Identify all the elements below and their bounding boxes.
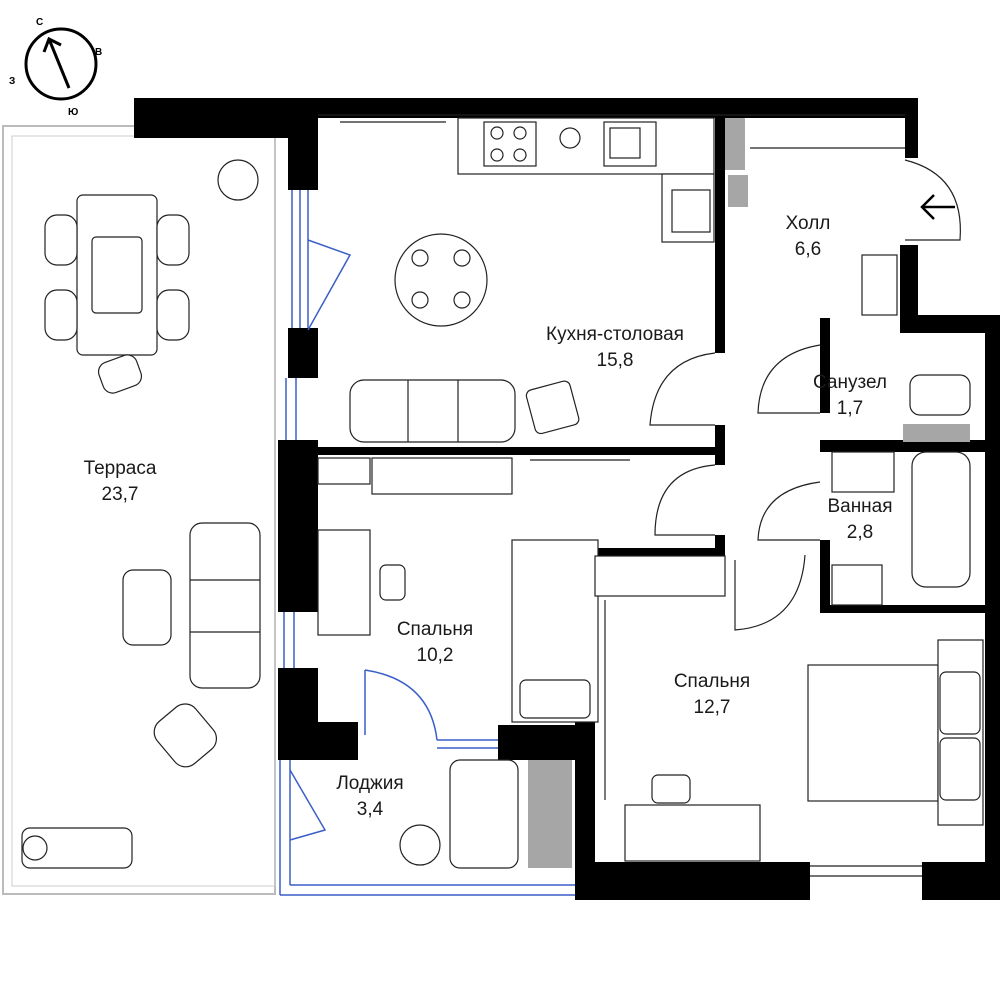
compass-south: Ю	[68, 107, 78, 118]
room-hall: Холл 6,6	[768, 211, 848, 263]
room-name: Кухня-столовая	[546, 324, 684, 345]
doors	[318, 114, 961, 877]
room-bathroom: Ванная 2,8	[815, 494, 905, 546]
furniture	[21, 117, 984, 869]
room-toilet: Санузел 1,7	[800, 370, 900, 422]
room-name: Лоджия	[336, 773, 404, 794]
room-name: Терраса	[83, 458, 157, 479]
room-area: 23,7	[101, 484, 139, 505]
room-area: 15,8	[596, 350, 634, 371]
room-area: 6,6	[794, 239, 822, 260]
room-name: Ванная	[827, 496, 893, 517]
room-area: 2,8	[846, 522, 874, 543]
compass-north: С	[36, 17, 43, 28]
room-terrace: Терраса 23,7	[60, 456, 180, 508]
room-loggia: Лоджия 3,4	[320, 771, 420, 823]
columns	[528, 118, 970, 868]
room-kitchen: Кухня-столовая 15,8	[525, 322, 705, 374]
walls	[134, 98, 1000, 900]
entrance-arrow-icon	[920, 194, 955, 220]
room-area: 3,4	[356, 799, 384, 820]
compass-east: В	[95, 47, 102, 58]
windows	[279, 190, 575, 896]
room-name: Санузел	[812, 372, 887, 393]
room-name: Спальня	[396, 619, 474, 640]
room-name: Холл	[785, 213, 831, 234]
room-area: 1,7	[836, 398, 864, 419]
room-area: 10,2	[416, 645, 454, 666]
room-bedroom-small: Спальня 10,2	[380, 617, 490, 669]
compass-west: З	[9, 76, 15, 87]
room-bedroom-large: Спальня 12,7	[657, 669, 767, 721]
compass-icon	[24, 27, 98, 101]
room-area: 12,7	[693, 697, 731, 718]
room-name: Спальня	[673, 671, 751, 692]
